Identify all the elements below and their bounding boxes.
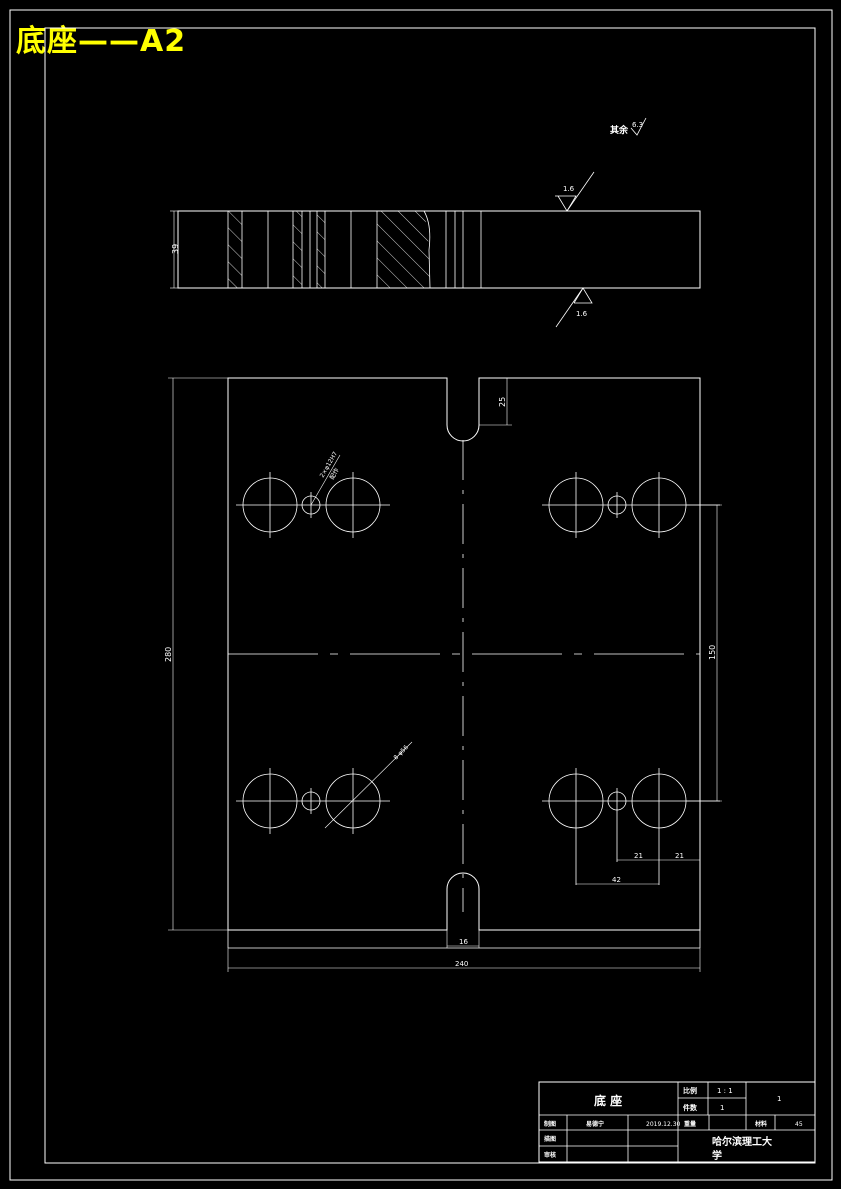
dim-42: 42 [612, 876, 621, 884]
title-block-material-label: 材料 [754, 1120, 767, 1128]
height-dim: 280 [164, 647, 173, 662]
title-block-school-line1: 哈尔滨理工大 [712, 1135, 772, 1148]
title-block-material-value: 45 [795, 1121, 803, 1128]
hole-group-bottom-right [542, 768, 720, 885]
title-block-drawn-name: 易德宁 [585, 1120, 604, 1128]
hole-group-top-left [236, 472, 390, 538]
title-block-scale-label: 比例 [683, 1086, 697, 1095]
title-block-approved-label: 审核 [544, 1151, 556, 1159]
title-block-school-line2: 学 [712, 1149, 722, 1162]
title-block-qty-value: 1 [720, 1104, 724, 1112]
outer-border [9, 9, 833, 1181]
slot-depth-dim: 25 [498, 397, 507, 407]
section-thickness-dim: 39 [171, 244, 180, 254]
title-block-drawn-label: 制图 [544, 1120, 556, 1128]
large-hole-note: 8-φ56 [392, 744, 410, 762]
slot-width-dim: 16 [459, 938, 468, 946]
title-block-sheet-no: 1 [777, 1095, 781, 1103]
surface-finish-bottom: 1.6 [576, 310, 588, 318]
section-view: 39 1.6 1.6 [170, 171, 701, 328]
title-block-date: 2019.12.30 [646, 1121, 681, 1128]
dim-21-b: 21 [675, 852, 684, 860]
dim-21-a: 21 [634, 852, 643, 860]
title-block-part-name: 底 座 [594, 1093, 622, 1108]
title-block: 底 座 比例 1 : 1 件数 1 1 制图 易德宁 2019.12.30 重量… [538, 1081, 816, 1163]
surface-finish-others: 其余 6.3 [610, 117, 647, 136]
surface-finish-top: 1.6 [563, 185, 575, 193]
width-dim: 240 [455, 960, 468, 968]
surface-finish-others-value: 6.3 [632, 121, 643, 129]
inner-border [44, 27, 816, 1164]
title-block-weight-label: 重量 [684, 1120, 696, 1128]
title-block-checked-label: 描图 [544, 1135, 556, 1143]
plan-view: 25 2×φ12H7 配作 8-φ56 280 150 21 21 42 16 [164, 377, 722, 972]
title-block-scale-value: 1 : 1 [717, 1087, 733, 1095]
hole-spacing-vertical-dim: 150 [708, 645, 717, 660]
hole-group-bottom-left [236, 768, 390, 834]
surface-finish-others-label: 其余 [610, 124, 629, 136]
title-block-qty-label: 件数 [683, 1103, 698, 1112]
sheet-title: 底座——A2 [16, 24, 187, 59]
